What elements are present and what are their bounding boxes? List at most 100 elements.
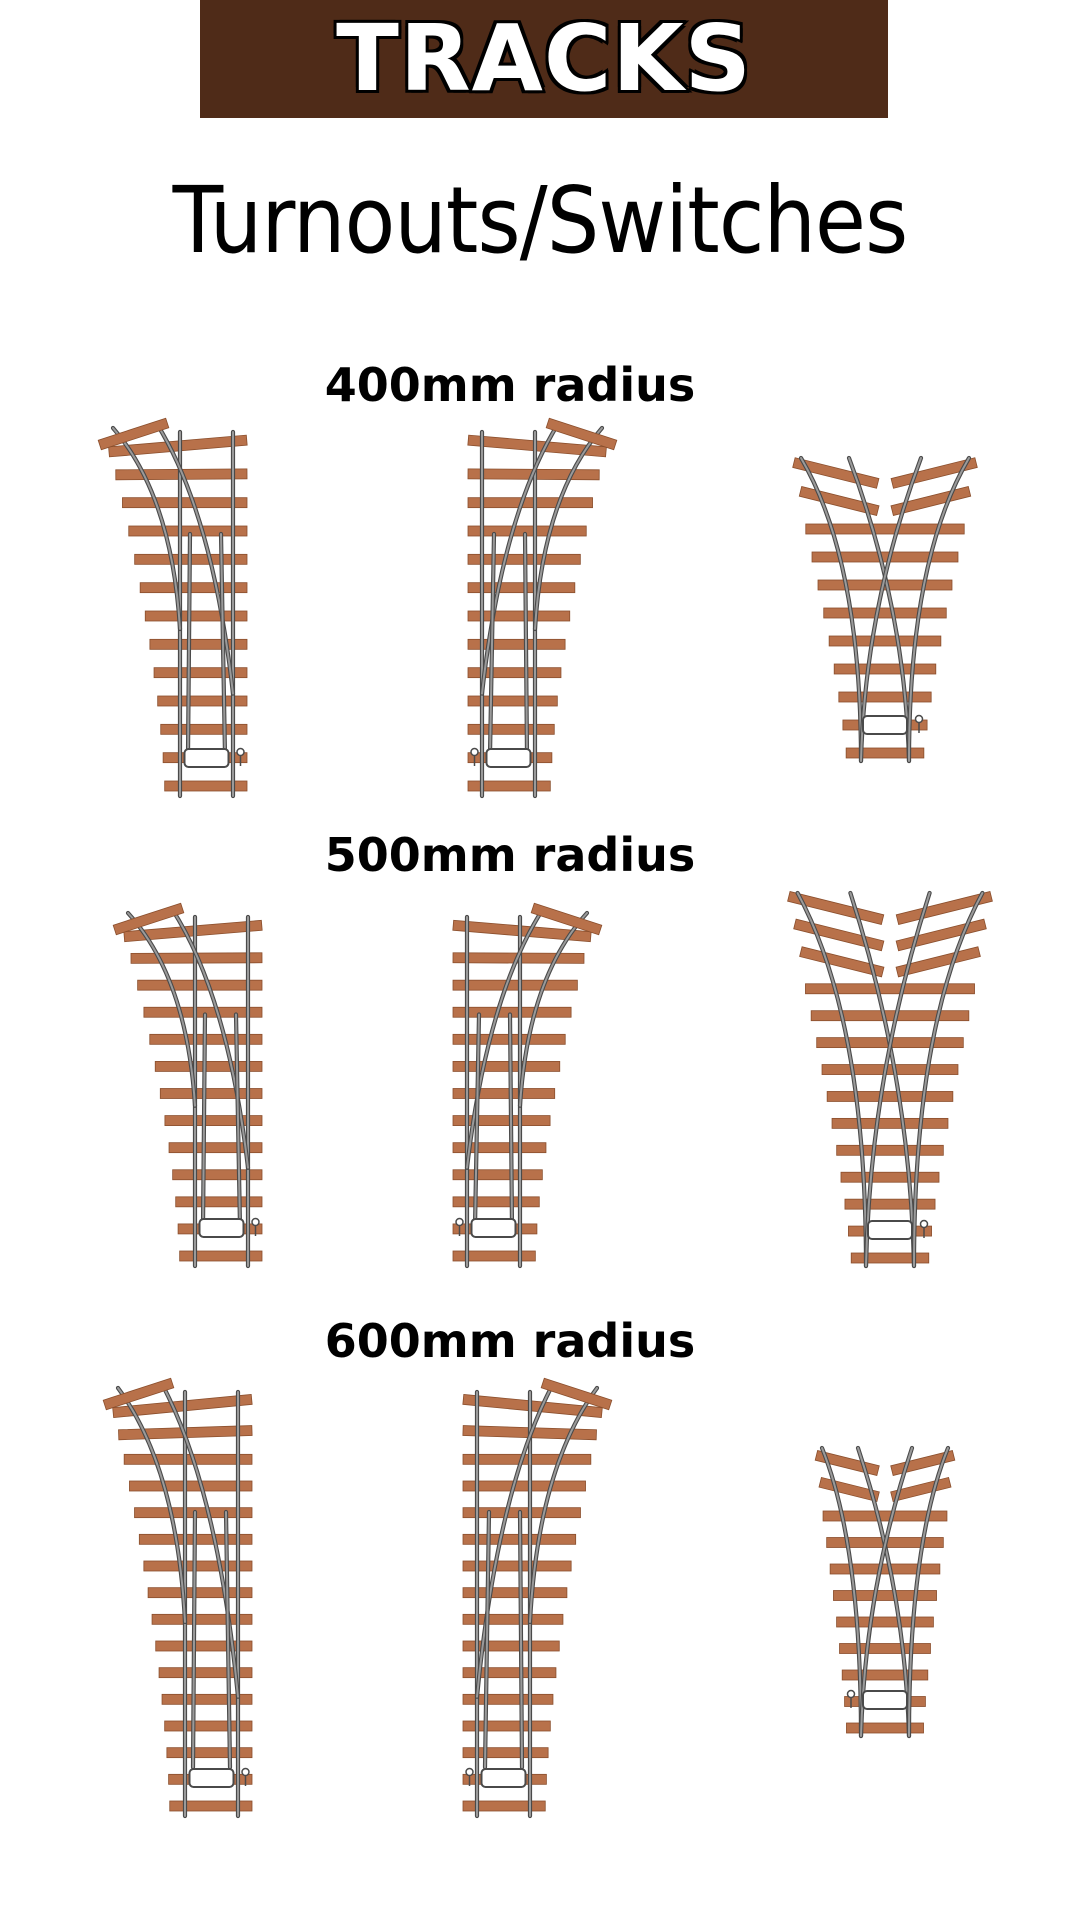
sleeper <box>164 780 248 792</box>
sleeper <box>161 1693 253 1705</box>
rail <box>509 1013 513 1228</box>
rail <box>474 1013 480 1228</box>
sleeper <box>166 1747 253 1759</box>
turnout-400mm-left <box>97 417 248 799</box>
sleeper <box>462 1693 554 1705</box>
rail <box>489 533 495 756</box>
rail <box>534 427 603 630</box>
rail <box>202 1013 206 1228</box>
rail <box>908 1447 949 1737</box>
point-lever-icon <box>846 1689 908 1710</box>
rail <box>519 1511 523 1769</box>
sleeper <box>452 1088 556 1099</box>
sleeper <box>846 1722 924 1734</box>
sleeper <box>822 1510 948 1522</box>
rail <box>127 912 196 1107</box>
sleeper <box>845 747 925 759</box>
sleeper <box>467 780 551 792</box>
sleeper <box>838 691 932 703</box>
sleeper <box>462 1560 572 1572</box>
rail <box>117 1387 186 1623</box>
sleeper <box>462 1587 568 1599</box>
sleeper <box>841 1669 929 1681</box>
sleeper <box>462 1453 592 1465</box>
sleeper <box>147 1587 253 1599</box>
right-branch-sleeper <box>895 946 981 978</box>
sleeper <box>467 667 562 679</box>
rail-outline <box>115 1385 188 1625</box>
rail <box>192 1511 196 1769</box>
sleeper <box>467 723 555 735</box>
turnout-600mm-left <box>102 1377 253 1819</box>
branch-sleeper <box>530 902 603 936</box>
sleeper <box>168 1142 263 1154</box>
point-lever-icon <box>198 1217 260 1238</box>
sleeper <box>829 1563 941 1575</box>
sleeper <box>826 1091 954 1102</box>
point-lever-icon <box>867 1219 929 1240</box>
rail <box>481 423 559 695</box>
sleeper <box>805 983 975 995</box>
sleeper <box>452 1250 536 1262</box>
sleeper <box>831 1117 949 1129</box>
turnout-400mm-wye <box>792 455 978 764</box>
sleeper <box>137 979 263 991</box>
sleeper <box>452 979 578 991</box>
point-lever-icon <box>188 1767 250 1788</box>
sleeper <box>139 582 248 594</box>
right-branch-sleeper <box>895 890 993 926</box>
sleeper <box>467 610 571 622</box>
rail <box>220 533 226 756</box>
rail <box>235 1013 241 1228</box>
rail <box>112 427 181 630</box>
section-heading-400mm: 400mm radius <box>324 358 696 412</box>
left-branch-sleeper <box>799 946 885 978</box>
sleeper <box>452 1142 547 1154</box>
point-lever-icon <box>183 747 245 768</box>
rail <box>849 892 915 1267</box>
sleeper <box>462 1640 560 1652</box>
sleeper <box>850 1252 930 1264</box>
rail <box>913 892 984 1267</box>
left-branch-sleeper <box>793 918 885 952</box>
sleeper <box>839 1643 931 1654</box>
sleeper <box>151 1613 253 1625</box>
sleeper <box>172 1169 263 1181</box>
sleeper <box>823 607 947 619</box>
sleeper <box>144 610 248 622</box>
sleeper <box>467 497 593 509</box>
rail <box>519 912 588 1107</box>
page-title: Turnouts/Switches <box>172 167 909 274</box>
sleeper <box>169 1800 253 1812</box>
sleeper <box>805 523 965 535</box>
sleeper <box>158 1667 253 1679</box>
sleeper <box>160 723 248 735</box>
sleeper <box>467 638 566 650</box>
turnout-600mm-wye <box>814 1445 956 1739</box>
rail <box>161 1383 239 1698</box>
rail <box>466 908 544 1169</box>
branch-sleeper <box>112 902 185 936</box>
turnout-500mm-wye <box>787 890 993 1269</box>
branch-sleeper <box>97 417 170 451</box>
rail <box>821 1447 862 1737</box>
sleeper <box>467 695 558 707</box>
rail <box>524 533 528 756</box>
sleeper <box>179 1250 263 1262</box>
rail-outline <box>527 1385 600 1625</box>
rail <box>476 1383 554 1698</box>
branch-sleeper <box>102 1377 175 1411</box>
sleeper <box>821 1064 959 1075</box>
sleeper <box>462 1720 551 1732</box>
point-lever-icon <box>470 747 532 768</box>
point-lever-icon <box>862 714 924 735</box>
sleeper <box>149 638 248 650</box>
sleeper <box>836 1616 934 1628</box>
sleeper <box>833 1590 937 1601</box>
sleeper <box>155 1640 253 1652</box>
point-lever-icon <box>465 1767 527 1788</box>
section-heading-500mm: 500mm radius <box>324 828 696 882</box>
turnout-500mm-left <box>112 902 263 1269</box>
rail <box>156 423 234 695</box>
sleeper <box>462 1667 557 1679</box>
